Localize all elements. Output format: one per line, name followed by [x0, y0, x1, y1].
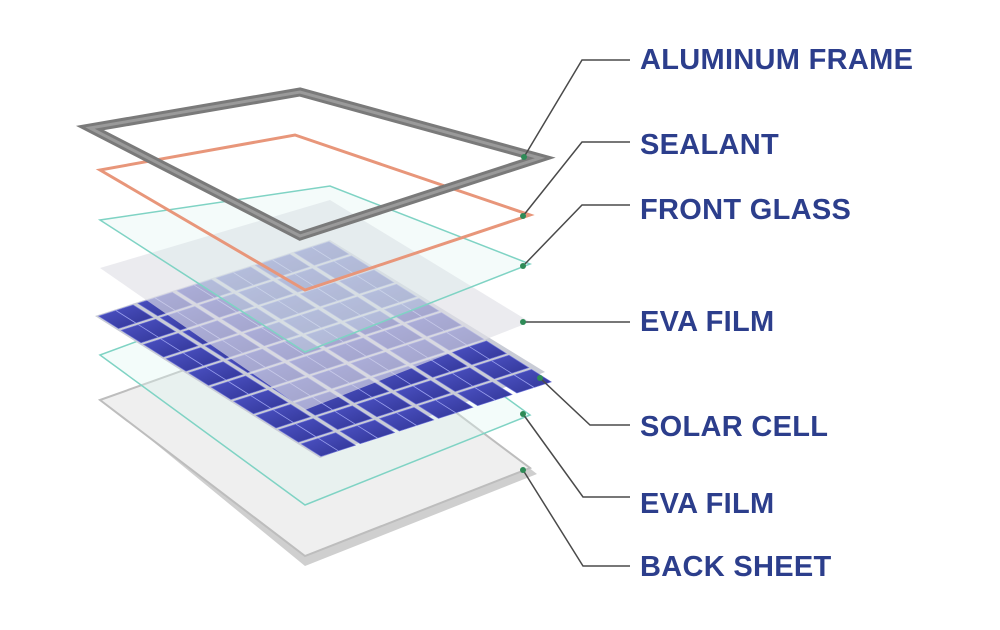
leader-lines [522, 59, 630, 567]
solar-cell-busbar [115, 310, 136, 324]
solar-cell-busbar [205, 366, 226, 381]
front-glass-layer [97, 185, 533, 353]
solar-cell-busbar [138, 324, 159, 338]
anchor-dot-back-sheet [520, 467, 526, 473]
solar-cell-busbar [334, 411, 356, 425]
solar-cell-busbar [435, 399, 456, 414]
label-sealant: SEALANT [640, 129, 780, 161]
anchor-dot-solar-cell [537, 375, 543, 381]
eva-film-top-layer [100, 200, 530, 410]
leader-solar-cell [539, 377, 630, 426]
leader-front-glass [522, 204, 630, 267]
solar-cell-busbar [413, 385, 434, 399]
label-front-glass: FRONT GLASS [640, 194, 852, 226]
leader-eva-film-bottom [522, 413, 630, 498]
solar-cell-busbar [491, 360, 512, 374]
solar-cell-busbar [250, 395, 271, 409]
aluminum-frame-layer [75, 87, 556, 241]
solar-cell-busbar [469, 346, 490, 360]
solar-cell-busbar [183, 352, 204, 366]
leader-back-sheet [522, 469, 630, 567]
solar-cell-busbar [228, 381, 249, 395]
solar-cell-busbar [160, 338, 181, 352]
solar-cell-busbar [357, 425, 378, 439]
sealant-layer [95, 133, 535, 292]
solar-cell-busbar [273, 409, 294, 423]
solar-cell-busbar [374, 398, 395, 412]
solar-cell-busbar [514, 374, 535, 388]
anchor-dot-sealant [520, 213, 526, 219]
anchor-dot-eva-film-top [520, 319, 526, 325]
anchor-dots [520, 154, 543, 473]
leader-aluminum-frame [523, 59, 630, 158]
solar-cell-busbar [452, 373, 473, 387]
anchor-dot-aluminum-frame [521, 154, 527, 160]
solar-cell-busbar [474, 387, 496, 401]
label-solar-cell: SOLAR CELL [640, 411, 829, 443]
anchor-dot-eva-film-bottom [520, 411, 526, 417]
solar-cell-busbar [295, 423, 316, 437]
solar-cell-busbar [429, 358, 451, 373]
solar-cell-busbar [318, 437, 339, 452]
solar-cell-busbar [396, 412, 417, 426]
label-eva-film-bottom: EVA FILM [640, 488, 775, 520]
label-back-sheet: BACK SHEET [640, 551, 832, 583]
label-aluminum-frame: ALUMINUM FRAME [640, 44, 914, 76]
anchor-dot-front-glass [520, 263, 526, 269]
leader-sealant [522, 141, 630, 217]
label-eva-film-top: EVA FILM [640, 306, 775, 338]
